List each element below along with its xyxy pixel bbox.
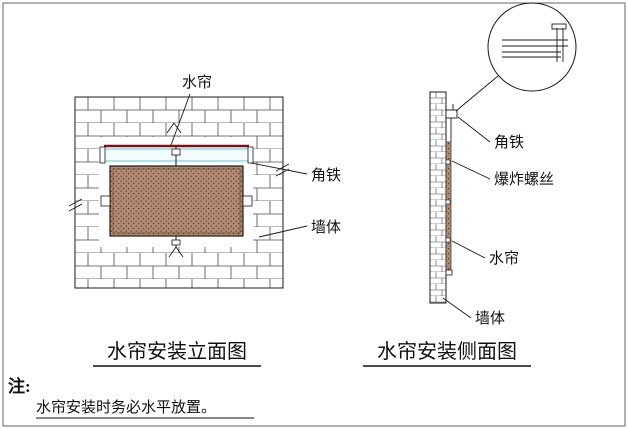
right-end-bracket xyxy=(247,146,254,164)
note-prefix: 注: xyxy=(8,376,31,396)
detail-bracket-section xyxy=(502,23,568,62)
detail-bubble xyxy=(455,2,577,112)
detail-circle xyxy=(487,2,577,92)
label-water-curtain-side: 水帘 xyxy=(489,250,519,267)
label-explosion-bolt-side: 爆炸螺丝 xyxy=(494,171,554,188)
expansion-bolt xyxy=(445,237,451,243)
expansion-bolt xyxy=(445,199,451,205)
side-wall-column xyxy=(429,91,447,304)
detail-leader-line xyxy=(455,75,499,112)
leader-wall-front xyxy=(258,225,308,238)
leader-wall-side xyxy=(442,297,472,319)
side-bottom-bracket xyxy=(445,269,453,276)
expansion-bolt xyxy=(445,159,451,165)
break-mark-bottom xyxy=(168,246,184,258)
leader-explosion-bolt-side xyxy=(451,160,491,180)
left-mounting-tab xyxy=(100,195,111,207)
leader-water-curtain-side xyxy=(451,240,486,259)
right-mounting-tab xyxy=(242,195,253,207)
leader-water-curtain-front xyxy=(170,93,191,146)
detail-bolt-head xyxy=(551,23,567,30)
leader-angle-iron-front xyxy=(250,162,308,175)
note-block: 注: 水帘安装时务必水平放置。 xyxy=(8,376,254,419)
break-mark-left xyxy=(68,198,83,212)
side-view-title: 水帘安装侧面图 xyxy=(377,340,517,363)
leader-angle-iron-side xyxy=(457,116,491,143)
expansion-bolts xyxy=(445,159,451,243)
label-angle-iron-front: 角铁 xyxy=(311,167,341,184)
label-wall-front: 墙体 xyxy=(311,219,341,236)
label-water-curtain-front: 水帘 xyxy=(182,74,212,91)
note-text: 水帘安装时务必水平放置。 xyxy=(36,399,216,416)
left-end-bracket xyxy=(99,146,106,164)
break-mark-top xyxy=(166,122,182,134)
side-angle-iron-bracket xyxy=(445,109,458,119)
label-wall-side: 墙体 xyxy=(475,310,505,327)
water-curtain-panel xyxy=(109,165,244,237)
front-view: 水帘 角铁 墙体 水帘安装立面图 xyxy=(68,74,341,367)
side-view: 角铁 爆炸螺丝 水帘 墙体 水帘安装侧面图 xyxy=(363,91,554,367)
label-angle-iron-side: 角铁 xyxy=(494,134,524,151)
water-curtain-panel-inner-border xyxy=(112,168,241,234)
bottom-fastener-clip xyxy=(171,239,181,246)
detail-bracket-plates xyxy=(502,39,568,58)
front-view-title: 水帘安装立面图 xyxy=(107,340,247,363)
center-hanger-clip xyxy=(171,148,181,156)
